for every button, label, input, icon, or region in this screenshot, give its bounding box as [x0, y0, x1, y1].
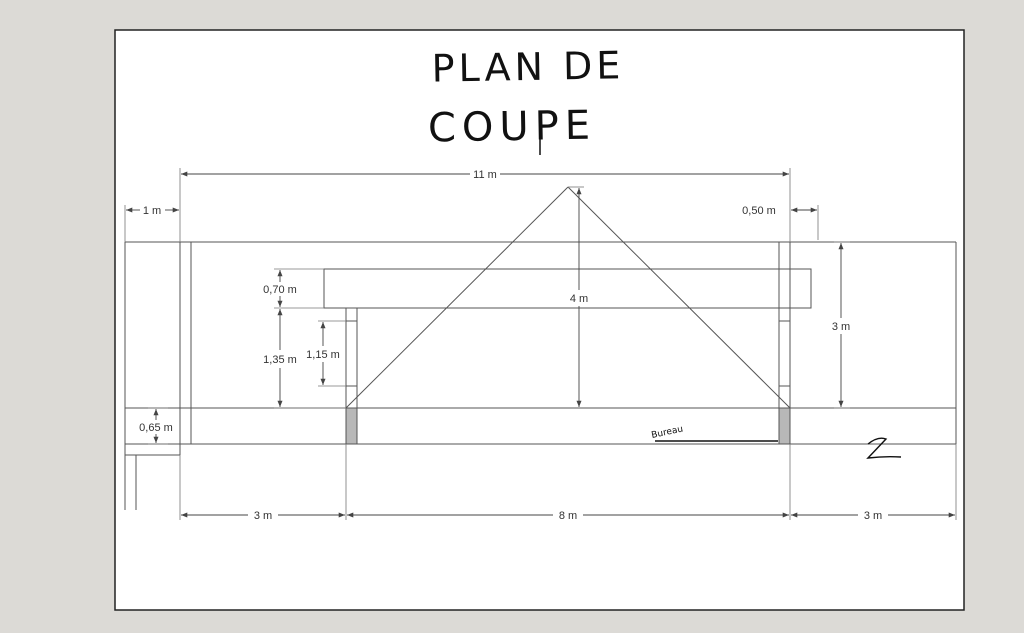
- left-post-section: [345, 407, 358, 445]
- title-group: PLAN DE COUPE: [428, 43, 625, 155]
- label-roof-height: 4 m: [570, 293, 588, 305]
- extension-lines: [148, 168, 957, 520]
- building-structure: [124, 186, 957, 510]
- label-wall-height: 1,35 m: [263, 354, 297, 366]
- label-beam-thickness: 0,70 m: [263, 284, 297, 296]
- right-post-section: [778, 407, 791, 445]
- label-floor-height: 0,65 m: [139, 422, 173, 434]
- title-line-2: COUPE: [428, 103, 597, 152]
- title-line-1: PLAN DE: [431, 43, 624, 90]
- roof-left-slope: [345, 186, 569, 409]
- label-right-height: 3 m: [832, 321, 850, 333]
- label-right-offset: 0,50 m: [742, 205, 776, 217]
- handwritten-z-mark: [866, 437, 902, 459]
- roof-right-slope: [567, 186, 791, 409]
- label-left-offset: 1 m: [143, 205, 161, 217]
- dimension-labels: 11 m 1 m 0,50 m 4 m 3 m 0,70 m 1,35 m 1,…: [139, 169, 882, 522]
- label-center-span: 8 m: [559, 510, 577, 522]
- label-opening-height: 1,15 m: [306, 349, 340, 361]
- horizontal-beam: [323, 268, 812, 309]
- label-left-span: 3 m: [254, 510, 272, 522]
- label-right-span: 3 m: [864, 510, 882, 522]
- label-total-width: 11 m: [473, 169, 497, 181]
- dimension-lines: [124, 171, 955, 518]
